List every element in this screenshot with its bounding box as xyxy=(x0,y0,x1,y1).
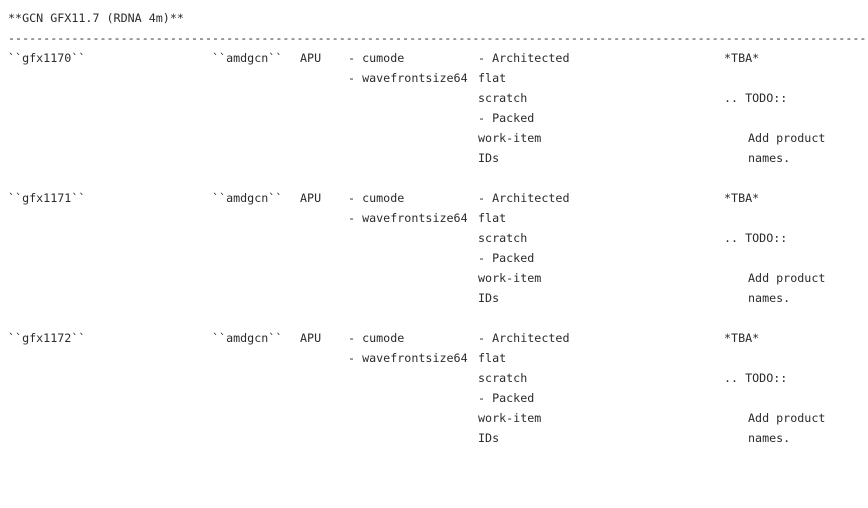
attribute-item: - Architected xyxy=(478,331,570,345)
product-kind: APU xyxy=(300,51,322,65)
attribute-item: work-item xyxy=(478,271,542,285)
table-row-continuation: - Packed xyxy=(0,248,868,268)
table-row-continuation: - Packed xyxy=(0,108,868,128)
note-item: Add product xyxy=(748,411,826,425)
attribute-item: - Packed xyxy=(478,251,535,265)
attribute-item: flat xyxy=(478,71,507,85)
section-heading: **GCN GFX11.7 (RDNA 4m)** xyxy=(8,11,184,25)
feature-item: - cumode xyxy=(348,51,405,65)
attribute-item: - Architected xyxy=(478,191,570,205)
table-row-continuation: IDs names. xyxy=(0,288,868,308)
table-row-continuation: scratch .. TODO:: xyxy=(0,228,868,248)
attribute-item: scratch xyxy=(478,231,528,245)
section-separator: ----------------------------------------… xyxy=(8,31,868,45)
table-row: ``gfx1170`` ``amdgcn`` APU - cumode - Ar… xyxy=(0,48,868,68)
attribute-item: - Architected xyxy=(478,51,570,65)
product-kind: APU xyxy=(300,331,322,345)
table-row-continuation: - wavefrontsize64 flat xyxy=(0,68,868,88)
table-row-continuation: work-item Add product xyxy=(0,268,868,288)
note-item: .. TODO:: xyxy=(724,371,788,385)
attribute-item: work-item xyxy=(478,131,542,145)
feature-item: - cumode xyxy=(348,331,405,345)
table-row-continuation: work-item Add product xyxy=(0,128,868,148)
note-item: Add product xyxy=(748,131,826,145)
note-item: *TBA* xyxy=(724,331,760,345)
gfx-name: ``gfx1172`` xyxy=(8,331,86,345)
attribute-item: IDs xyxy=(478,431,500,445)
gfx-name: ``gfx1171`` xyxy=(8,191,86,205)
feature-item: - wavefrontsize64 xyxy=(348,351,468,365)
attribute-item: scratch xyxy=(478,371,528,385)
target-triple: ``amdgcn`` xyxy=(212,191,283,205)
feature-item: - wavefrontsize64 xyxy=(348,71,468,85)
note-item: *TBA* xyxy=(724,51,760,65)
attribute-item: - Packed xyxy=(478,391,535,405)
attribute-item: flat xyxy=(478,351,507,365)
feature-item: - wavefrontsize64 xyxy=(348,211,468,225)
table-row-continuation: scratch .. TODO:: xyxy=(0,88,868,108)
table-row-continuation: - wavefrontsize64 flat xyxy=(0,208,868,228)
table-row: ``gfx1172`` ``amdgcn`` APU - cumode - Ar… xyxy=(0,328,868,348)
note-item: Add product xyxy=(748,271,826,285)
attribute-item: - Packed xyxy=(478,111,535,125)
attribute-item: flat xyxy=(478,211,507,225)
document-body: **GCN GFX11.7 (RDNA 4m)** --------------… xyxy=(0,8,868,448)
target-triple: ``amdgcn`` xyxy=(212,51,283,65)
note-item: *TBA* xyxy=(724,191,760,205)
product-kind: APU xyxy=(300,191,322,205)
attribute-item: IDs xyxy=(478,151,500,165)
table-row-continuation: - wavefrontsize64 flat xyxy=(0,348,868,368)
table-row-continuation: - Packed xyxy=(0,388,868,408)
attribute-item: IDs xyxy=(478,291,500,305)
note-item: names. xyxy=(748,431,791,445)
gfx-name: ``gfx1170`` xyxy=(8,51,86,65)
section-heading-line: **GCN GFX11.7 (RDNA 4m)** xyxy=(0,8,868,28)
table-row-continuation: IDs names. xyxy=(0,428,868,448)
note-item: .. TODO:: xyxy=(724,91,788,105)
table-row-continuation: IDs names. xyxy=(0,148,868,168)
table-row: ``gfx1171`` ``amdgcn`` APU - cumode - Ar… xyxy=(0,188,868,208)
note-item: .. TODO:: xyxy=(724,231,788,245)
attribute-item: work-item xyxy=(478,411,542,425)
table-row-continuation: scratch .. TODO:: xyxy=(0,368,868,388)
attribute-item: scratch xyxy=(478,91,528,105)
note-item: names. xyxy=(748,151,791,165)
feature-item: - cumode xyxy=(348,191,405,205)
note-item: names. xyxy=(748,291,791,305)
table-row-continuation: work-item Add product xyxy=(0,408,868,428)
target-triple: ``amdgcn`` xyxy=(212,331,283,345)
